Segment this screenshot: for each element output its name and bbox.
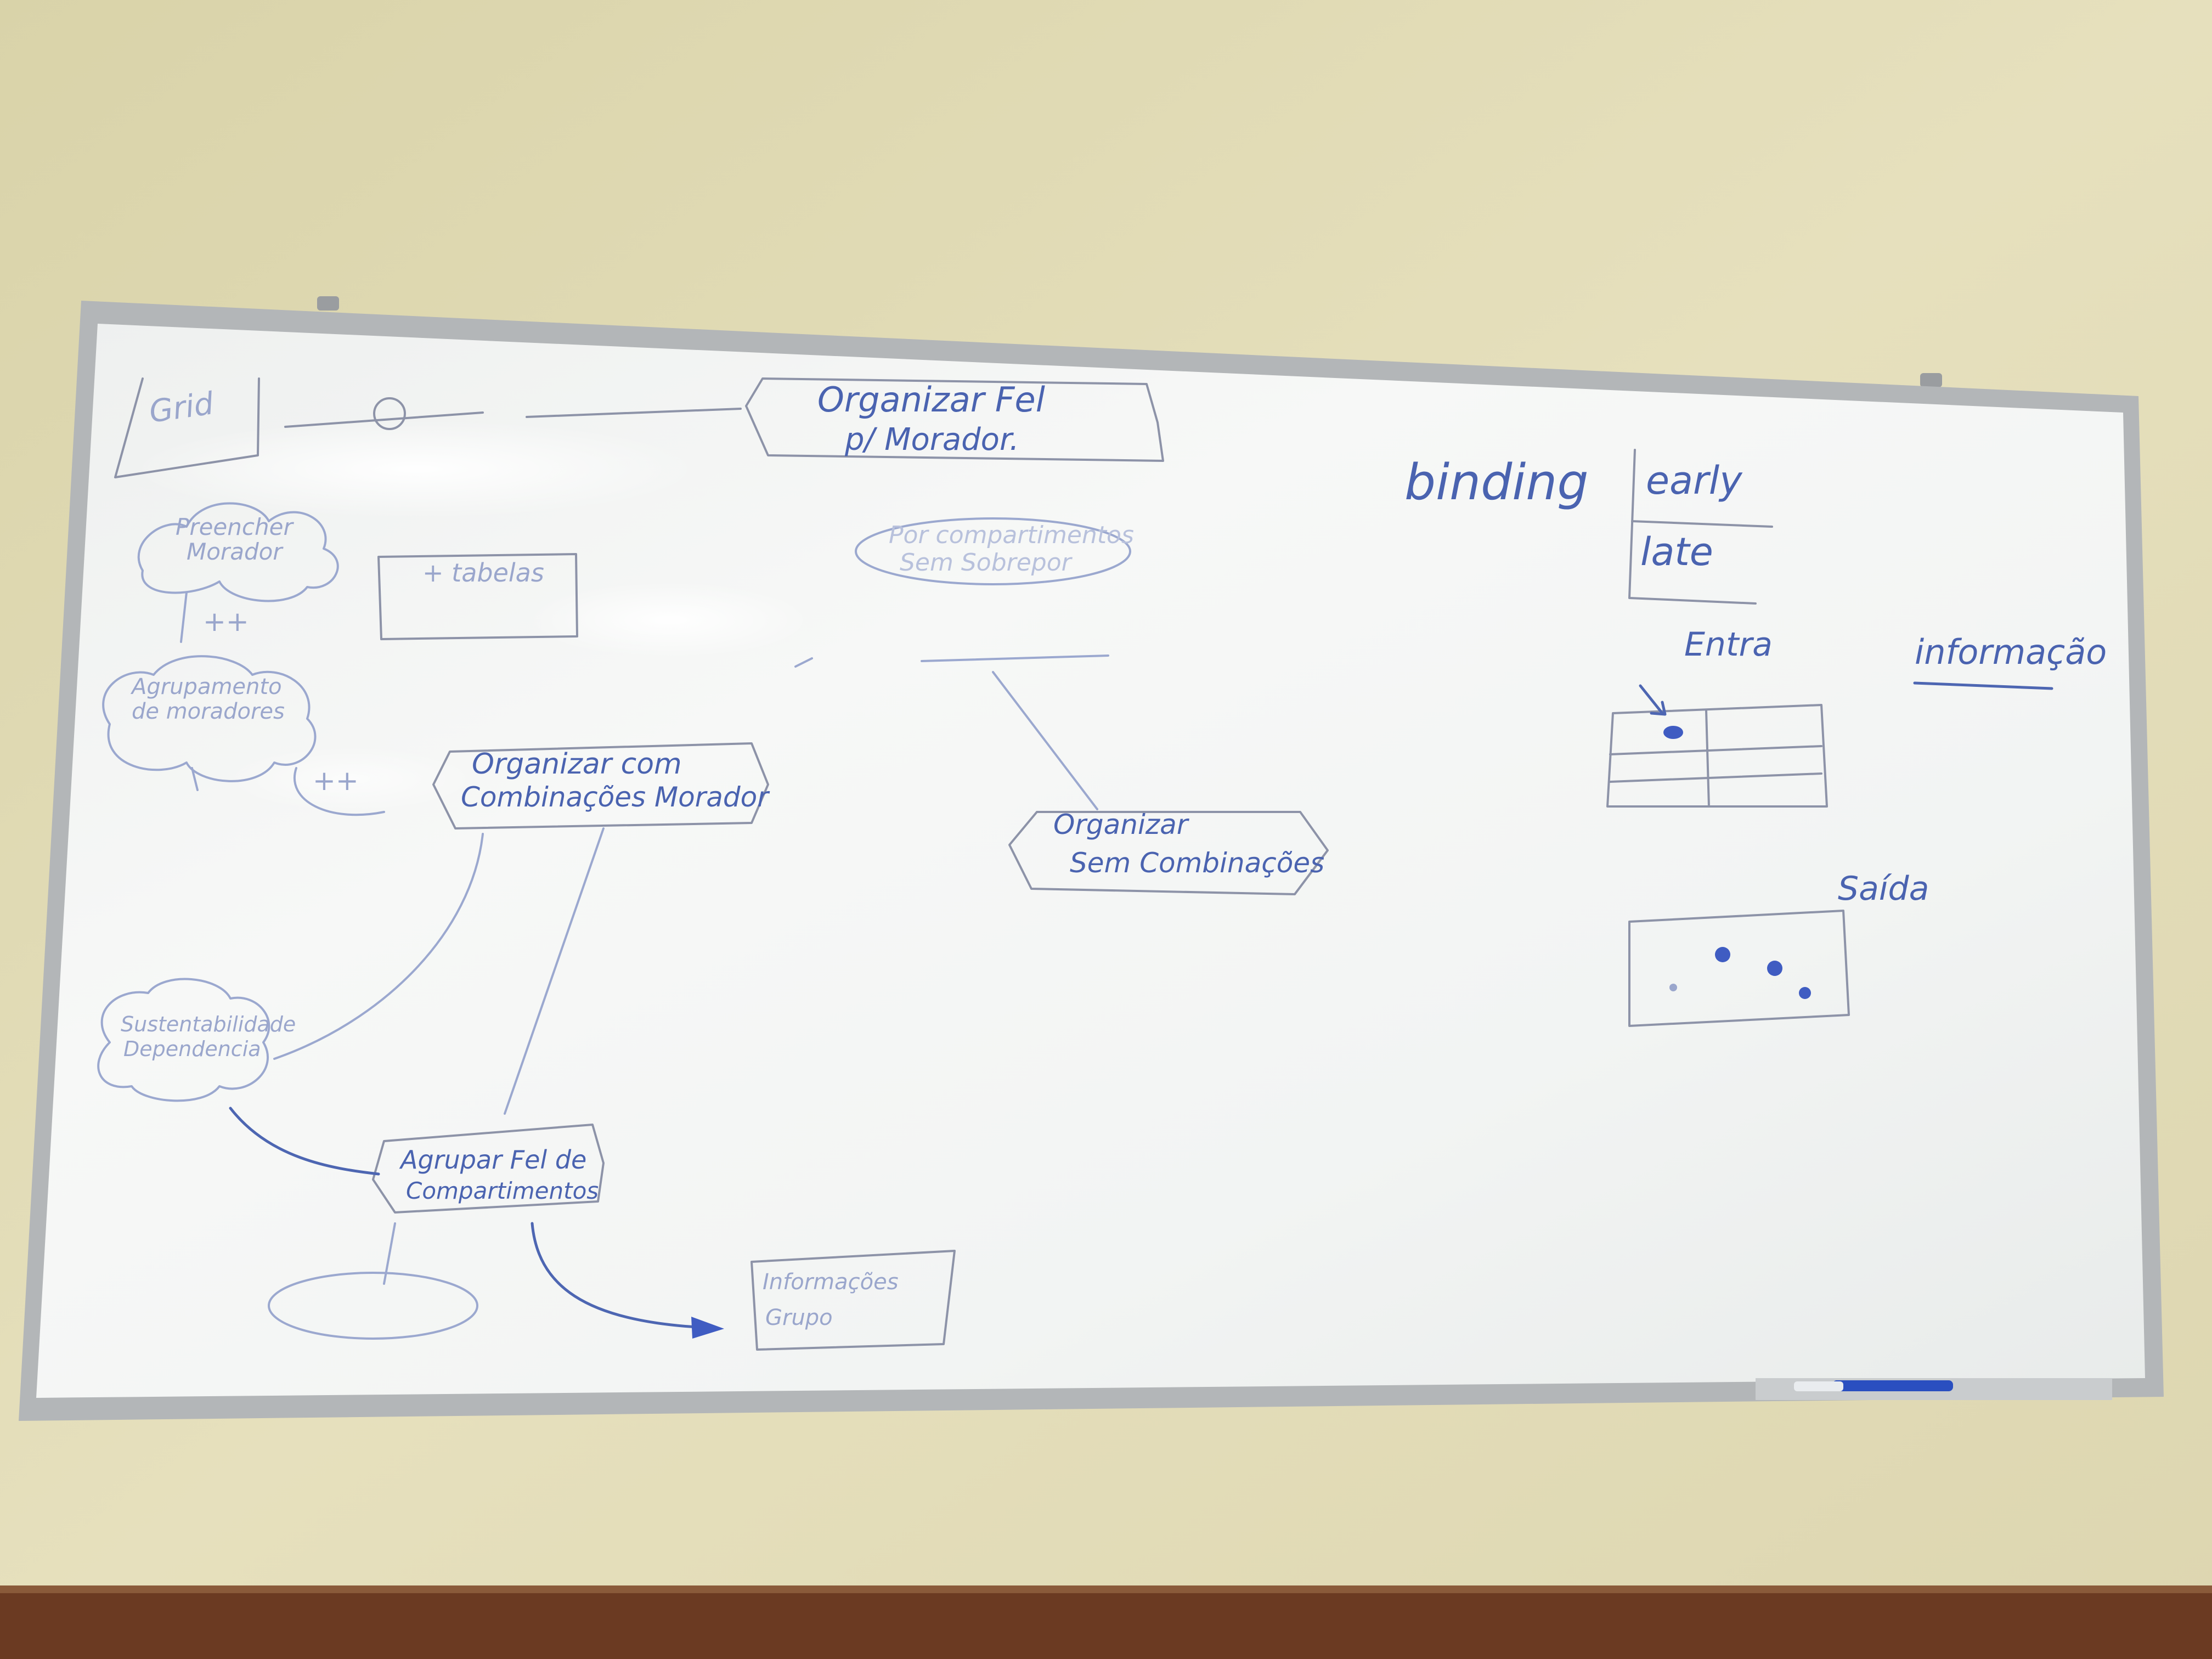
arrow-head-informacoes [691,1317,724,1339]
node-agrupar-line1: Agrupar Fel de [399,1145,586,1175]
input-grid-sketch [1606,704,1828,808]
box-tabelas [377,553,578,640]
cloud-bottom-left [97,978,270,1102]
title-node-line1: Organizar Fel [817,380,1045,420]
cloud-middle-left [102,655,317,782]
glare-top [132,420,702,518]
faint-node-line2: Sem Sobrepor [900,549,1073,577]
node-com-combinacoes-line2: Combinações Morador [461,781,770,813]
late-label: late [1640,529,1713,574]
saida-label: Saída [1838,870,1929,908]
informacao-label: informação [1915,632,2107,672]
plus-mark-2: ++ [313,765,359,797]
mount-clip-left [317,296,339,311]
node-agrupar-line2: Compartimentos [406,1177,599,1204]
node-sem-combinacoes-line2: Sem Combinações [1070,847,1324,879]
node-sem-combinacoes [1008,811,1329,895]
cloud-bottom-left-line1: Sustentabilidade [121,1012,296,1036]
mount-clip-right [1920,373,1942,387]
whiteboard-surface [36,324,2145,1398]
cloud-middle-left-line2: de moradores [132,699,285,724]
box-informacoes [751,1250,956,1351]
node-agrupar [372,1124,605,1214]
node-com-combinacoes-line1: Organizar com [472,748,682,781]
output-box-sketch [1628,910,1850,1027]
cloud-bottom-left-line2: Dependencia [123,1037,261,1061]
title-node-line2: p/ Morador. [844,422,1019,458]
node-com-combinacoes [432,742,769,830]
cloud-top-left-line2: Morador [187,538,284,565]
node-sem-combinacoes-line1: Organizar [1053,809,1190,840]
plus-mark-1: ++ [203,606,249,637]
box-tabelas-label: + tabelas [422,558,544,588]
blue-marker [1832,1380,1953,1391]
box-informacoes-line2: Grupo [765,1305,833,1330]
entra-label: Entra [1684,625,1773,664]
cloud-middle-left-line1: Agrupamento [130,674,282,699]
box-informacoes-line1: Informações [763,1269,899,1295]
early-label: early [1646,458,1743,503]
cloud-top-left-line1: Preencher [176,514,294,540]
floor-trim [0,1591,2212,1659]
binding-label: binding [1404,454,1588,511]
faint-node-line1: Por compartimentos [889,521,1134,549]
cloud-top-left [137,502,339,602]
